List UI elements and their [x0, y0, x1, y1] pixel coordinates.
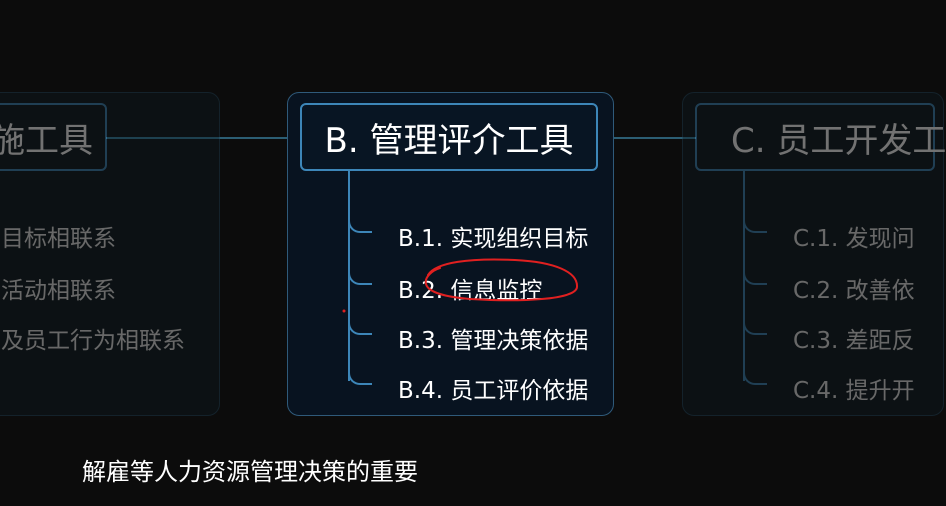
center-card-item-b2: B.2. 信息监控 — [398, 278, 543, 304]
right-card-item: C.3. 差距反 — [793, 328, 915, 354]
connector-left-center — [106, 137, 302, 139]
center-branch-line — [348, 369, 372, 385]
right-card-title: C. 员工开发工 — [695, 103, 946, 171]
slide-caption: 解雇等人力资源管理决策的重要 — [82, 458, 418, 486]
center-branch-line — [348, 319, 372, 335]
slide-canvas: 施工具 目标相联系 活动相联系 及员工行为相联系 B. 管理评介工具 B.1. … — [0, 92, 946, 486]
center-branch-line — [348, 217, 372, 233]
right-branch-line — [743, 269, 767, 285]
center-card-title-text: B. 管理评介工具 — [324, 120, 574, 161]
right-card: C. 员工开发工 C.1. 发现问 C.2. 改善依 C.3. 差距反 C.4.… — [682, 92, 946, 416]
left-card-item: 及员工行为相联系 — [1, 328, 185, 354]
left-card-item: 目标相联系 — [1, 226, 116, 252]
right-branch-line — [743, 319, 767, 335]
left-card: 施工具 目标相联系 活动相联系 及员工行为相联系 — [0, 92, 220, 416]
right-card-item: C.2. 改善依 — [793, 278, 915, 304]
center-card-item-b3: B.3. 管理决策依据 — [398, 328, 589, 354]
right-card-title-text: C. 员工开发工 — [731, 120, 946, 161]
left-card-title: 施工具 — [0, 103, 107, 171]
left-card-item: 活动相联系 — [1, 278, 116, 304]
center-card-item-b4: B.4. 员工评价依据 — [398, 378, 589, 404]
right-card-item: C.1. 发现问 — [793, 226, 915, 252]
right-branch-line — [743, 369, 767, 385]
connector-center-right — [598, 137, 696, 139]
left-card-title-text: 施工具 — [0, 120, 93, 161]
right-branch-line — [743, 217, 767, 233]
center-card-item-b1: B.1. 实现组织目标 — [398, 226, 589, 252]
right-card-item: C.4. 提升开 — [793, 378, 915, 404]
center-card: B. 管理评介工具 B.1. 实现组织目标 B.2. 信息监控 B.3. 管理决… — [287, 92, 614, 416]
center-card-title: B. 管理评介工具 — [300, 103, 598, 171]
center-branch-line — [348, 269, 372, 285]
